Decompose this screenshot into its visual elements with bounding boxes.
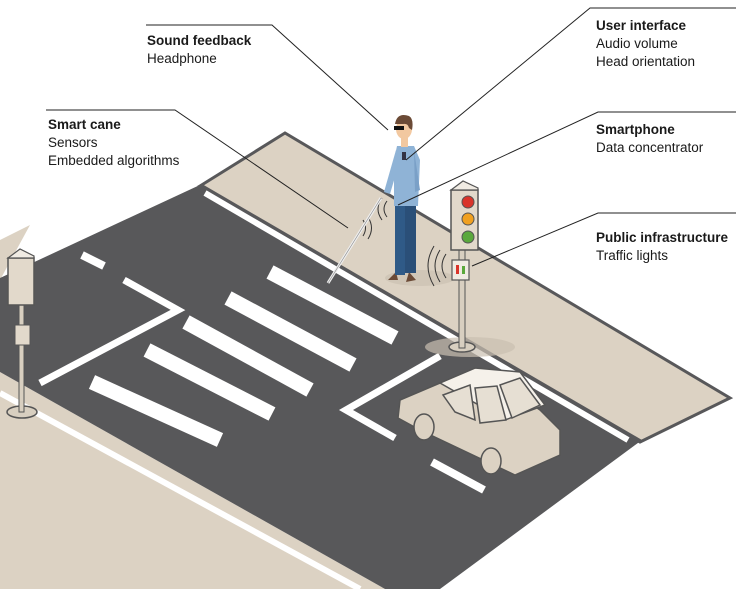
stop-line-left xyxy=(38,276,186,387)
crosswalk-stripe xyxy=(182,315,314,397)
callout-line: Audio volume xyxy=(596,36,678,51)
crosswalk xyxy=(88,265,399,447)
left-signal-pole xyxy=(6,248,38,419)
callout-title: Sound feedback xyxy=(147,33,252,48)
callout-line: Traffic lights xyxy=(596,248,669,263)
callout-line: Head orientation xyxy=(596,54,696,69)
callout-line: Headphone xyxy=(147,51,217,66)
stop-line-right xyxy=(338,352,442,442)
car-wheel xyxy=(480,447,502,475)
callout-line: Sensors xyxy=(48,135,98,150)
road-edge-line-top xyxy=(203,190,630,443)
leader-infra xyxy=(471,212,736,267)
crosswalk-stripe xyxy=(88,375,224,447)
callout-user-interface: User interface Audio volume Head orienta… xyxy=(596,17,695,71)
leader-sound xyxy=(146,24,389,131)
crosswalk-stripe xyxy=(143,343,276,421)
amber-light-icon xyxy=(461,212,475,226)
road-edge-line-bottom xyxy=(0,390,362,589)
callout-smart-cane: Smart cane Sensors Embedded algorithms xyxy=(48,116,179,170)
car xyxy=(397,367,561,476)
callout-title: Smart cane xyxy=(48,117,121,132)
callout-title: Public infrastructure xyxy=(596,230,729,245)
callout-smartphone: Smartphone Data concentrator xyxy=(596,121,703,157)
lane-dash xyxy=(430,458,486,494)
callout-sound-feedback: Sound feedback Headphone xyxy=(147,32,251,68)
pedestrian-button-box xyxy=(451,259,470,281)
red-light-icon xyxy=(461,195,475,209)
car-wheel xyxy=(413,413,435,441)
lane-dash xyxy=(80,251,106,270)
smartphone-device xyxy=(402,152,406,160)
blind-pedestrian xyxy=(326,115,420,284)
callout-line: Embedded algorithms xyxy=(48,153,180,168)
crosswalk-stripe xyxy=(266,265,399,345)
crosswalk-stripe xyxy=(224,291,357,372)
callout-line: Data concentrator xyxy=(596,140,704,155)
sunglasses-icon xyxy=(394,126,404,130)
green-light-icon xyxy=(461,230,475,244)
callout-leaders xyxy=(46,7,736,267)
traffic-light xyxy=(448,180,479,353)
leader-phone xyxy=(397,111,736,206)
leader-cane xyxy=(46,109,349,229)
leader-ui xyxy=(405,7,736,161)
callout-public-infrastructure: Public infrastructure Traffic lights xyxy=(596,229,728,265)
callout-title: User interface xyxy=(596,18,687,33)
callout-title: Smartphone xyxy=(596,122,675,137)
